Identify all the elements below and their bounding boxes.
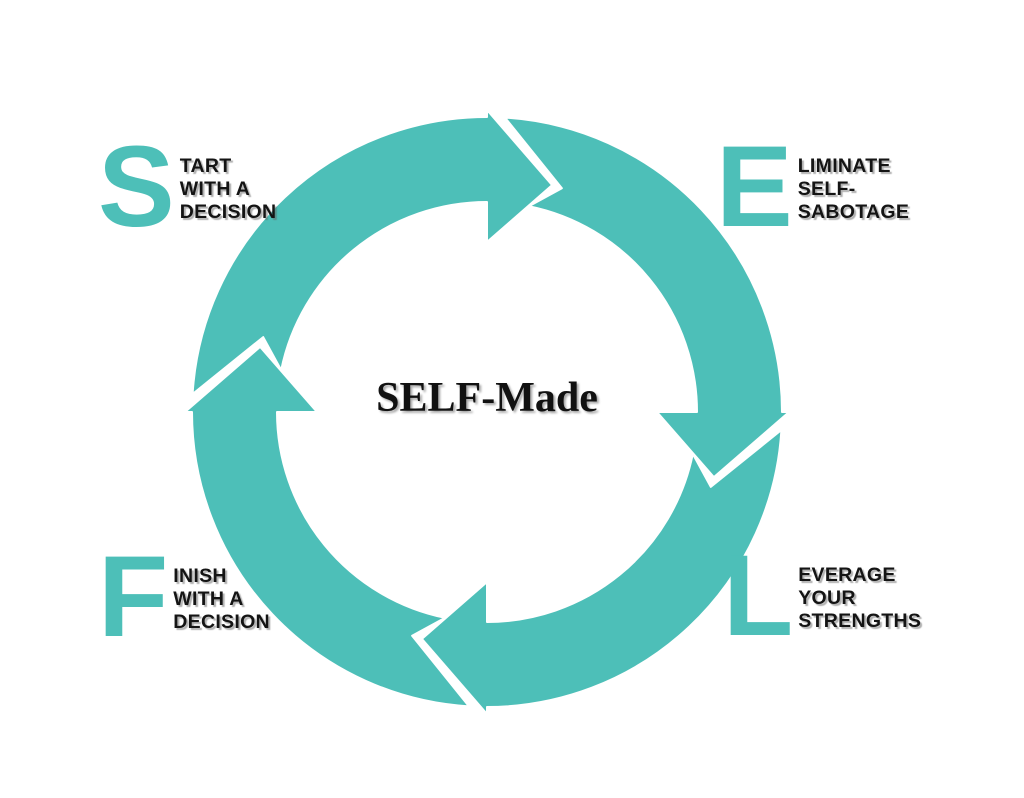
item-start-line-1: TART — [179, 155, 232, 177]
item-finish: F INISH WITH A DECISION — [98, 533, 270, 661]
item-finish-line-1: INISH — [173, 565, 227, 587]
item-eliminate-line-2: SELF- — [797, 178, 856, 200]
item-leverage-initial: L — [723, 532, 793, 660]
item-finish-line-3: DECISION — [173, 611, 270, 633]
item-start-line-2: WITH A — [179, 178, 251, 200]
item-finish-line-2: WITH A — [173, 588, 244, 610]
item-start: S TART WITH A DECISION — [98, 123, 277, 251]
item-eliminate-lines: LIMINATE SELF- SABOTAGE — [798, 155, 909, 224]
item-finish-initial: F — [98, 533, 168, 661]
item-start-line-3: DECISION — [179, 201, 277, 223]
item-eliminate-line-3: SABOTAGE — [797, 201, 910, 223]
item-leverage-lines: EVERAGE YOUR STRENGTHS — [798, 564, 921, 633]
item-eliminate: E LIMINATE SELF- SABOTAGE — [716, 123, 909, 251]
item-leverage-line-1: EVERAGE — [798, 564, 896, 586]
item-start-initial: S — [98, 123, 175, 251]
item-finish-lines: INISH WITH A DECISION — [173, 565, 270, 634]
item-leverage: L EVERAGE YOUR STRENGTHS — [723, 532, 921, 660]
item-start-lines: TART WITH A DECISION — [180, 155, 277, 224]
item-eliminate-line-1: LIMINATE — [797, 155, 891, 177]
item-leverage-line-3: STRENGTHS — [798, 610, 922, 632]
item-leverage-line-2: YOUR — [798, 587, 856, 609]
center-label: SELF-Made — [376, 375, 598, 421]
item-eliminate-initial: E — [716, 123, 793, 251]
